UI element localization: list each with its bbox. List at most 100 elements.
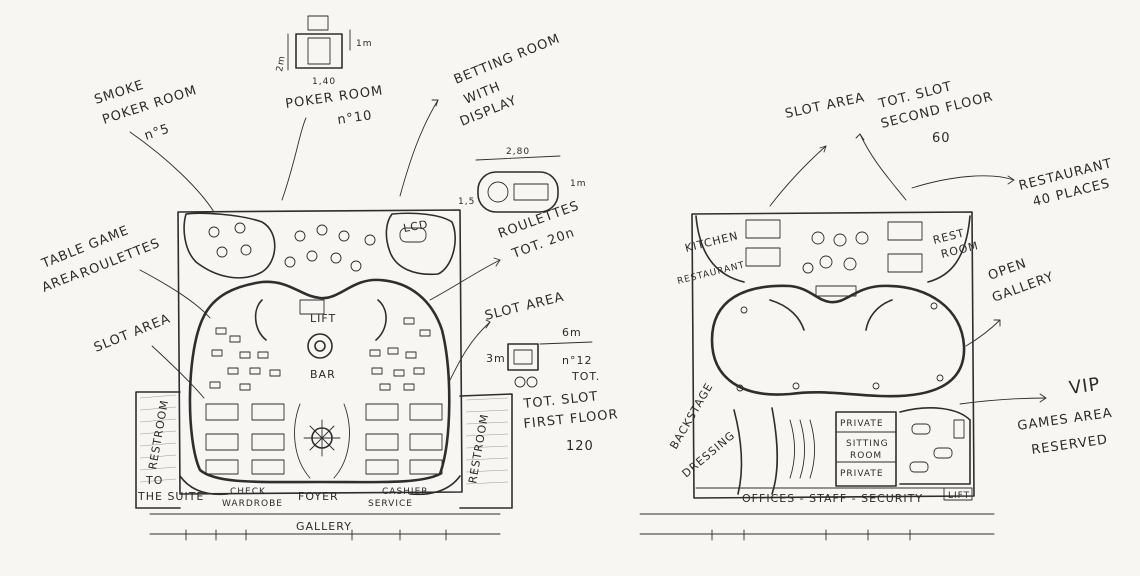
gallery-inner-curve-1 [769,299,805,331]
rest-room-curve [927,215,971,283]
lift-box-right [943,487,973,501]
lift-box-right-top [815,285,857,297]
foyer-rosette [303,419,341,457]
roulettes-dim-w: 2,80 [506,147,530,157]
tot-slot-first-2: FIRST FLOOR [523,407,619,432]
tot-slot-first-1: TOT. SLOT [522,389,599,412]
slot-bank-curve-1 [254,299,267,341]
gallery-entrance-ticks [149,513,501,541]
slot-count-1: n°12 [562,354,592,367]
slot-area-left-label: SLOT AREA [92,311,173,355]
betting-label-1: BETTING ROOM [452,31,563,87]
lift-right-label: LIFT [948,491,970,501]
slot-machines-right [369,317,431,391]
betting-room-outline [385,212,456,276]
poker-dim-h: 2m [275,55,288,73]
poker-table-detail-chair [307,15,329,31]
to-suite-1: TO [145,474,163,487]
labels-layer: SMOKE POKER ROOM n°5 1,40 2m 1m POKER RO… [39,31,1114,533]
second-floor-plan [639,211,995,541]
roulette-tables-right [365,403,443,475]
tot-slot-second-3: 60 [932,131,951,146]
main-hall-outline [188,278,451,484]
roulette-detail-layout [513,183,549,201]
gallery-label: GALLERY [296,520,352,533]
bar-counter [307,333,333,359]
private-rooms-block [835,411,897,487]
offices-label: OFFICES - STAFF - SECURITY [742,492,923,505]
first-floor-outline [177,209,463,495]
right-plan-leaders [769,133,1047,405]
slot-area-top-label: SLOT AREA [784,90,867,122]
slot-machines-left [209,327,281,391]
check-wardrobe-2: WARDROBE [222,499,283,509]
poker-dim-w: 1,40 [312,77,336,87]
smoke-poker-room-outline [183,212,276,279]
poker-tables-top [208,222,427,272]
sitting-room-1: SITTING [846,439,889,449]
roulette-wheel-icon [487,181,509,203]
kitchen-label-2: RESTAURANT [676,260,746,287]
poker-table-detail [287,15,351,71]
right-wing [459,393,513,509]
lift-left-label: LIFT [310,312,336,325]
roulette-table-detail [475,155,561,213]
foyer-arc-right [333,403,350,479]
lcd-label: LCD [402,218,429,235]
check-wardrobe-1: CHECK [230,487,266,497]
kitchen-curve [695,215,745,283]
right-gallery-ticks [639,513,995,541]
poker-room-label-2: n°10 [336,108,373,128]
right-corridor-curve [409,475,461,496]
private-1-label: PRIVATE [840,419,884,429]
table-game-label-2: AREA [40,267,82,296]
sitting-room-2: ROOM [850,451,882,461]
vip-tables [909,419,965,473]
cashier-2: SERVICE [368,499,413,509]
tot-slot-first-3: 120 [566,439,594,454]
left-corridor-curve [179,475,229,496]
slot-count-2: TOT. [571,370,600,383]
roulettes-dim-h: 1m [570,179,587,189]
restroom-right-label: RESTROOM [466,413,491,485]
poker-table-detail-box [295,33,343,69]
poker-dim-side: 1m [356,39,373,49]
slot-area-right-label: SLOT AREA [483,290,566,324]
roulette-tables-left [205,403,285,475]
left-plan-leaders [129,99,501,399]
vip-label-3: RESERVED [1030,432,1108,458]
vip-label-2: GAMES AREA [1016,406,1113,434]
slot-dim-h: 3m [486,352,506,365]
backstage-label-1: BACKSTAGE [667,381,715,452]
foyer-arc-left [294,403,311,479]
gallery-inner-curve-2 [865,299,893,331]
second-floor-outline [691,211,975,499]
right-wing-hatch [465,397,509,485]
slot-area-detail [507,341,593,388]
to-suite-2: THE SUITE [137,490,204,503]
smoke-label-3: n°5 [143,121,172,143]
open-gallery-outline [710,284,966,398]
first-floor-plan [135,209,513,541]
vip-label-1: VIP [1068,374,1102,399]
stage-steps [789,419,815,479]
left-wing [135,391,181,509]
slot-detail-box [507,343,539,371]
private-2-label: PRIVATE [840,469,884,479]
vip-room-outline [899,407,971,485]
gallery-columns [736,302,944,392]
restaurant-tables [745,219,923,274]
backstage-wall [733,409,743,495]
foyer-label: FOYER [298,490,339,503]
left-wing-hatch [139,394,177,483]
cashier-1: CASHIER [382,487,429,497]
lift-box-left [299,299,325,315]
bar-label: BAR [310,368,336,381]
roulette-detail-box [477,171,559,213]
slot-dim-w: 6m [562,326,582,339]
slot-bank-curve-2 [375,299,387,341]
poker-table-detail-top [307,37,331,65]
backstage-label-2: DRESSING [680,429,738,481]
stage-wall [771,407,779,495]
